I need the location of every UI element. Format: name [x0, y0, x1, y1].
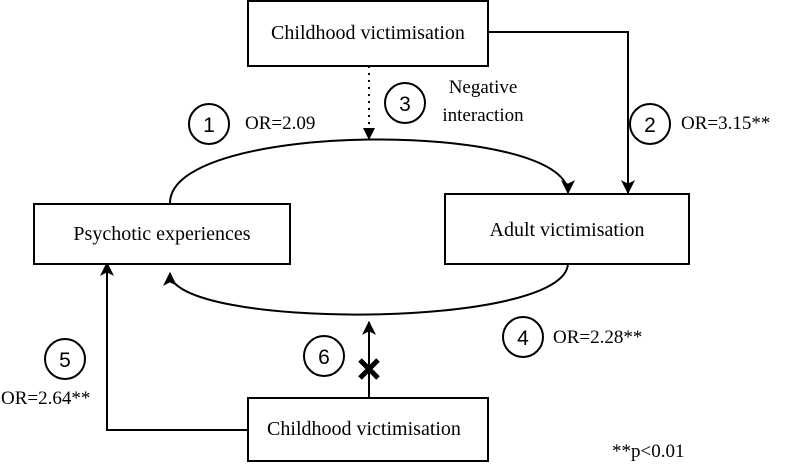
node-childhood-bottom: Childhood victimisation — [247, 397, 489, 462]
path-4-arrow — [163, 262, 569, 316]
node-adult-label: Adult victimisation — [490, 219, 645, 241]
node-childhood-bottom-label: Childhood victimisation — [267, 418, 461, 440]
path-5-arrow — [100, 261, 248, 431]
path-1-marker: 1 — [188, 103, 230, 145]
node-childhood-top-label: Childhood victimisation — [271, 22, 465, 44]
path-2-arrow — [488, 31, 635, 195]
path-5-marker: 5 — [44, 338, 86, 380]
path-2-or-label: OR=3.15** — [681, 113, 770, 134]
path-1-number: 1 — [203, 114, 215, 137]
path-6-marker: 6 — [303, 335, 345, 377]
node-psychotic: Psychotic experiences — [33, 203, 291, 265]
path-3-arrowhead — [363, 128, 375, 140]
significance-note: **p<0.01 — [612, 441, 684, 462]
path-5-number: 5 — [59, 349, 71, 372]
path-6-number: 6 — [318, 346, 330, 369]
path-2-marker: 2 — [629, 103, 671, 145]
node-adult: Adult victimisation — [444, 193, 690, 265]
path-6-cross-icon — [358, 358, 380, 380]
path-1-or-label: OR=2.09 — [245, 113, 315, 134]
path-3-label-line2: interaction — [442, 105, 524, 126]
path-4-number: 4 — [517, 327, 529, 350]
path-4-or-label: OR=2.28** — [553, 327, 642, 348]
path-3-number: 3 — [399, 93, 411, 116]
node-childhood-top: Childhood victimisation — [247, 0, 489, 67]
path-4-marker: 4 — [502, 316, 544, 358]
path-3-marker: 3 — [384, 82, 426, 124]
node-psychotic-label: Psychotic experiences — [73, 223, 250, 245]
path-3-label-line1: Negative — [449, 77, 518, 98]
path-2-number: 2 — [644, 114, 656, 137]
path-5-or-label: OR=2.64** — [1, 388, 90, 409]
